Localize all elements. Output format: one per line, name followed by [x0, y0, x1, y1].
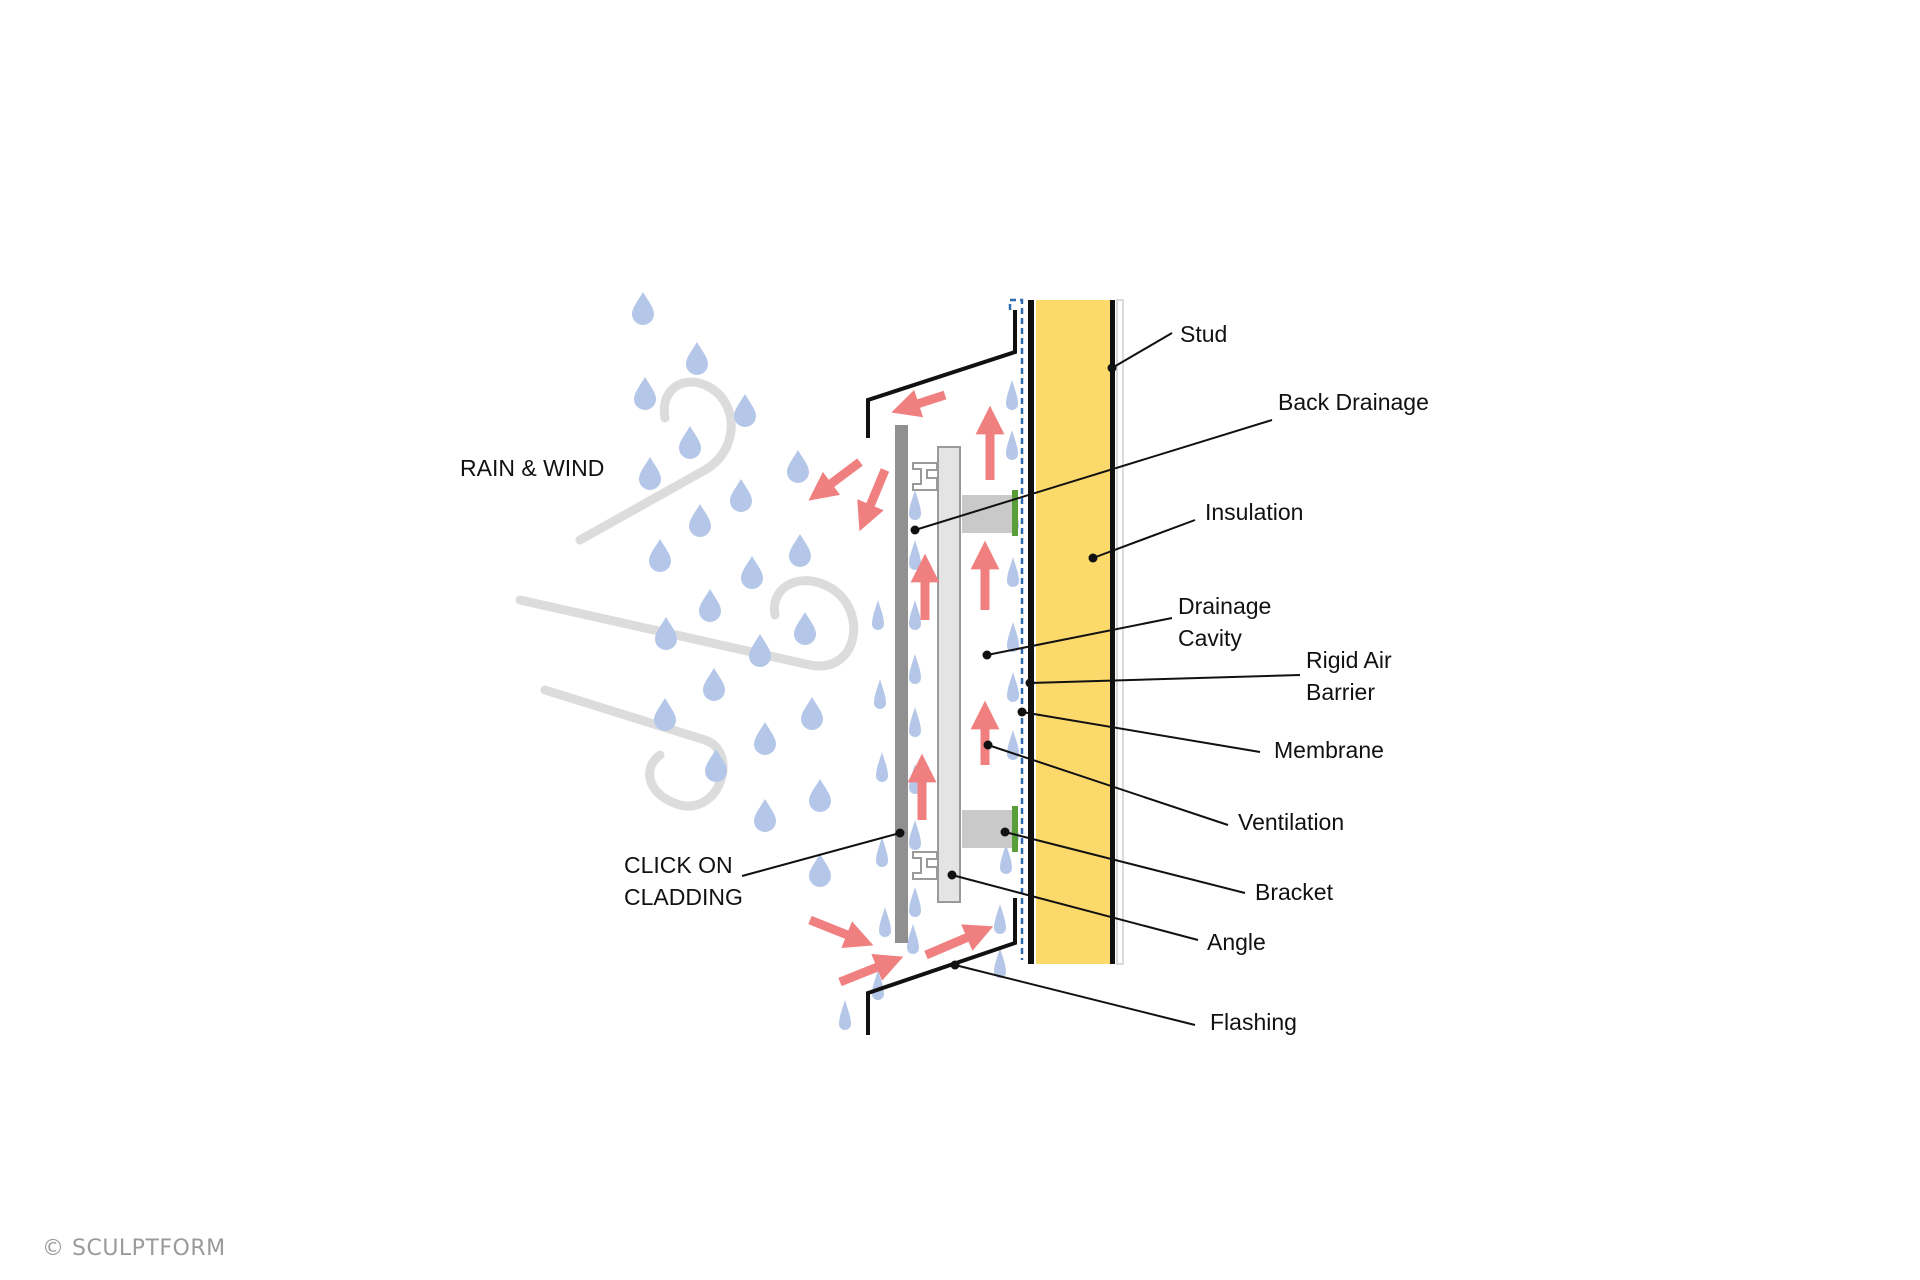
- leader-bracket: [1004, 831, 1246, 894]
- wind-swirl-bottom: [540, 685, 728, 811]
- label-bracket: Bracket: [1255, 879, 1334, 905]
- leader-dot-drainage-cavity: [982, 650, 992, 660]
- airflow-arrow: [857, 468, 890, 532]
- label-cladding-line2: CLADDING: [624, 884, 743, 910]
- leader-dot-angle: [947, 870, 957, 880]
- rigid-air-barrier: [1028, 300, 1034, 964]
- leader-dot-rigid-air-barrier: [1025, 678, 1035, 688]
- airflow-arrow: [808, 458, 863, 501]
- leader-drainage-cavity: [986, 617, 1173, 656]
- leader-dot-stud: [1107, 363, 1117, 373]
- label-back-drainage: Back Drainage: [1278, 389, 1429, 415]
- copyright-text: SCULPTFORM: [72, 1236, 226, 1261]
- leader-dot-ventilation: [983, 740, 993, 750]
- label-stud: Stud: [1180, 321, 1227, 347]
- bracket-top: [962, 495, 1012, 533]
- vertical-rail: [937, 446, 961, 903]
- label-ventilation: Ventilation: [1238, 809, 1344, 835]
- label-rigid-air-barrier-line2: Barrier: [1306, 679, 1375, 705]
- angle-clip-bottom: [912, 851, 938, 880]
- leader-dot-cladding: [895, 828, 905, 838]
- airflow-arrows: [808, 389, 1005, 987]
- leader-back-drainage: [914, 419, 1273, 531]
- angle-clip-top: [912, 462, 938, 491]
- leader-cladding: [741, 832, 901, 877]
- labels: RAIN & WIND CLICK ON CLADDING Stud Back …: [460, 321, 1429, 1035]
- leader-insulation: [1092, 519, 1196, 559]
- wind-swirl-middle: [515, 576, 859, 671]
- leader-dot-flashing: [950, 960, 960, 970]
- label-rain-wind: RAIN & WIND: [460, 455, 604, 481]
- label-membrane: Membrane: [1274, 737, 1384, 763]
- leader-stud: [1111, 332, 1173, 369]
- label-flashing: Flashing: [1210, 1009, 1297, 1035]
- wind-swirl-top: [575, 377, 736, 545]
- leader-dot-membrane: [1017, 707, 1027, 717]
- airflow-arrow: [924, 924, 994, 960]
- leader-rigid-air-barrier: [1029, 674, 1301, 684]
- leader-dot-insulation: [1088, 553, 1098, 563]
- label-drainage-cavity-line2: Cavity: [1178, 625, 1242, 651]
- top-flashing: [866, 310, 1017, 438]
- bracket-pad-top: [1012, 490, 1018, 536]
- label-angle: Angle: [1207, 929, 1266, 955]
- label-rigid-air-barrier-line1: Rigid Air: [1306, 647, 1392, 673]
- leader-dot-back-drainage: [910, 525, 920, 535]
- wind-swirls: [515, 377, 859, 811]
- inner-lining: [1116, 299, 1124, 965]
- leader-flashing: [954, 964, 1196, 1026]
- leader-dot-bracket: [1000, 827, 1010, 837]
- label-insulation: Insulation: [1205, 499, 1303, 525]
- bracket-pad-bottom: [1012, 806, 1018, 852]
- stud: [1110, 300, 1115, 964]
- leader-lines: [741, 332, 1301, 1026]
- airflow-arrow: [838, 953, 904, 987]
- leader-membrane: [1021, 711, 1261, 753]
- airflow-arrow: [891, 389, 947, 418]
- airflow-arrow: [808, 915, 874, 949]
- membrane: [1008, 298, 1024, 960]
- leader-angle: [951, 874, 1199, 941]
- bottom-flashing: [866, 898, 1017, 1035]
- copyright: © SCULPTFORM: [42, 1236, 226, 1261]
- leader-ventilation: [987, 744, 1229, 826]
- label-cladding-line1: CLICK ON: [624, 852, 733, 878]
- cladding-panel: [895, 425, 908, 943]
- label-drainage-cavity-line1: Drainage: [1178, 593, 1271, 619]
- copyright-symbol: ©: [42, 1236, 65, 1261]
